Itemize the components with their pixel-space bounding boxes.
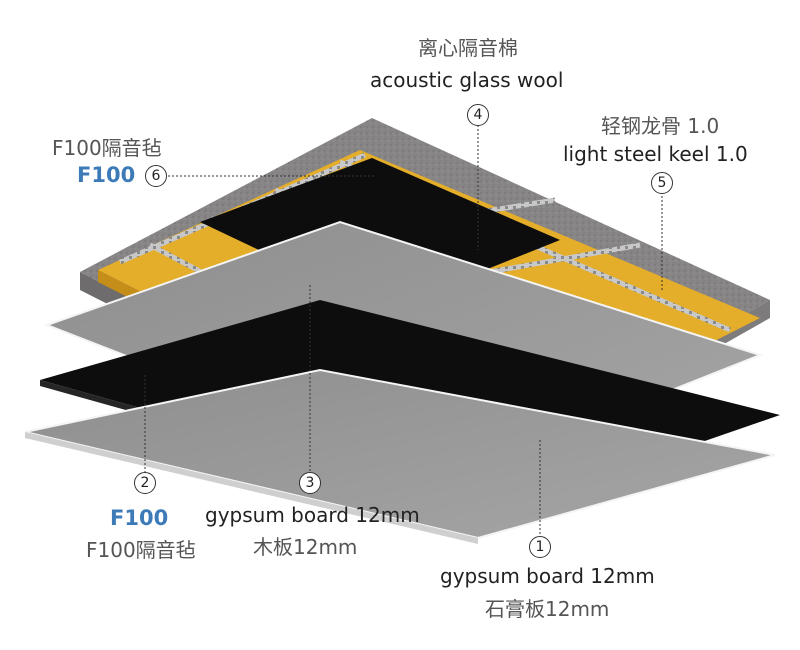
callout-4-icon: 4	[467, 104, 489, 126]
label-3-cn: 木板12mm	[253, 535, 358, 559]
label-6-accent: F100	[77, 163, 136, 187]
label-6-cn: F100隔音毡	[52, 136, 162, 160]
callout-3-icon: 3	[299, 472, 321, 494]
label-4-cn: 离心隔音棉	[418, 36, 518, 60]
callout-6-icon: 6	[145, 165, 167, 187]
gypsum-board-lower-edge	[25, 432, 478, 544]
label-5-en: light steel keel 1.0	[563, 142, 748, 166]
label-1-cn: 石膏板12mm	[485, 597, 610, 621]
label-3-en: gypsum board 12mm	[205, 503, 420, 527]
label-4-en: acoustic glass wool	[370, 68, 564, 92]
label-5-cn: 轻钢龙骨 1.0	[601, 114, 720, 138]
callout-1-icon: 1	[529, 536, 551, 558]
label-1-en: gypsum board 12mm	[440, 564, 655, 588]
label-2-cn: F100隔音毡	[86, 538, 196, 562]
gypsum-board-lower	[24, 368, 776, 540]
leader-lines	[144, 125, 663, 535]
callout-2-icon: 2	[134, 472, 156, 494]
label-2-accent: F100	[110, 506, 169, 530]
callout-5-icon: 5	[651, 172, 673, 194]
